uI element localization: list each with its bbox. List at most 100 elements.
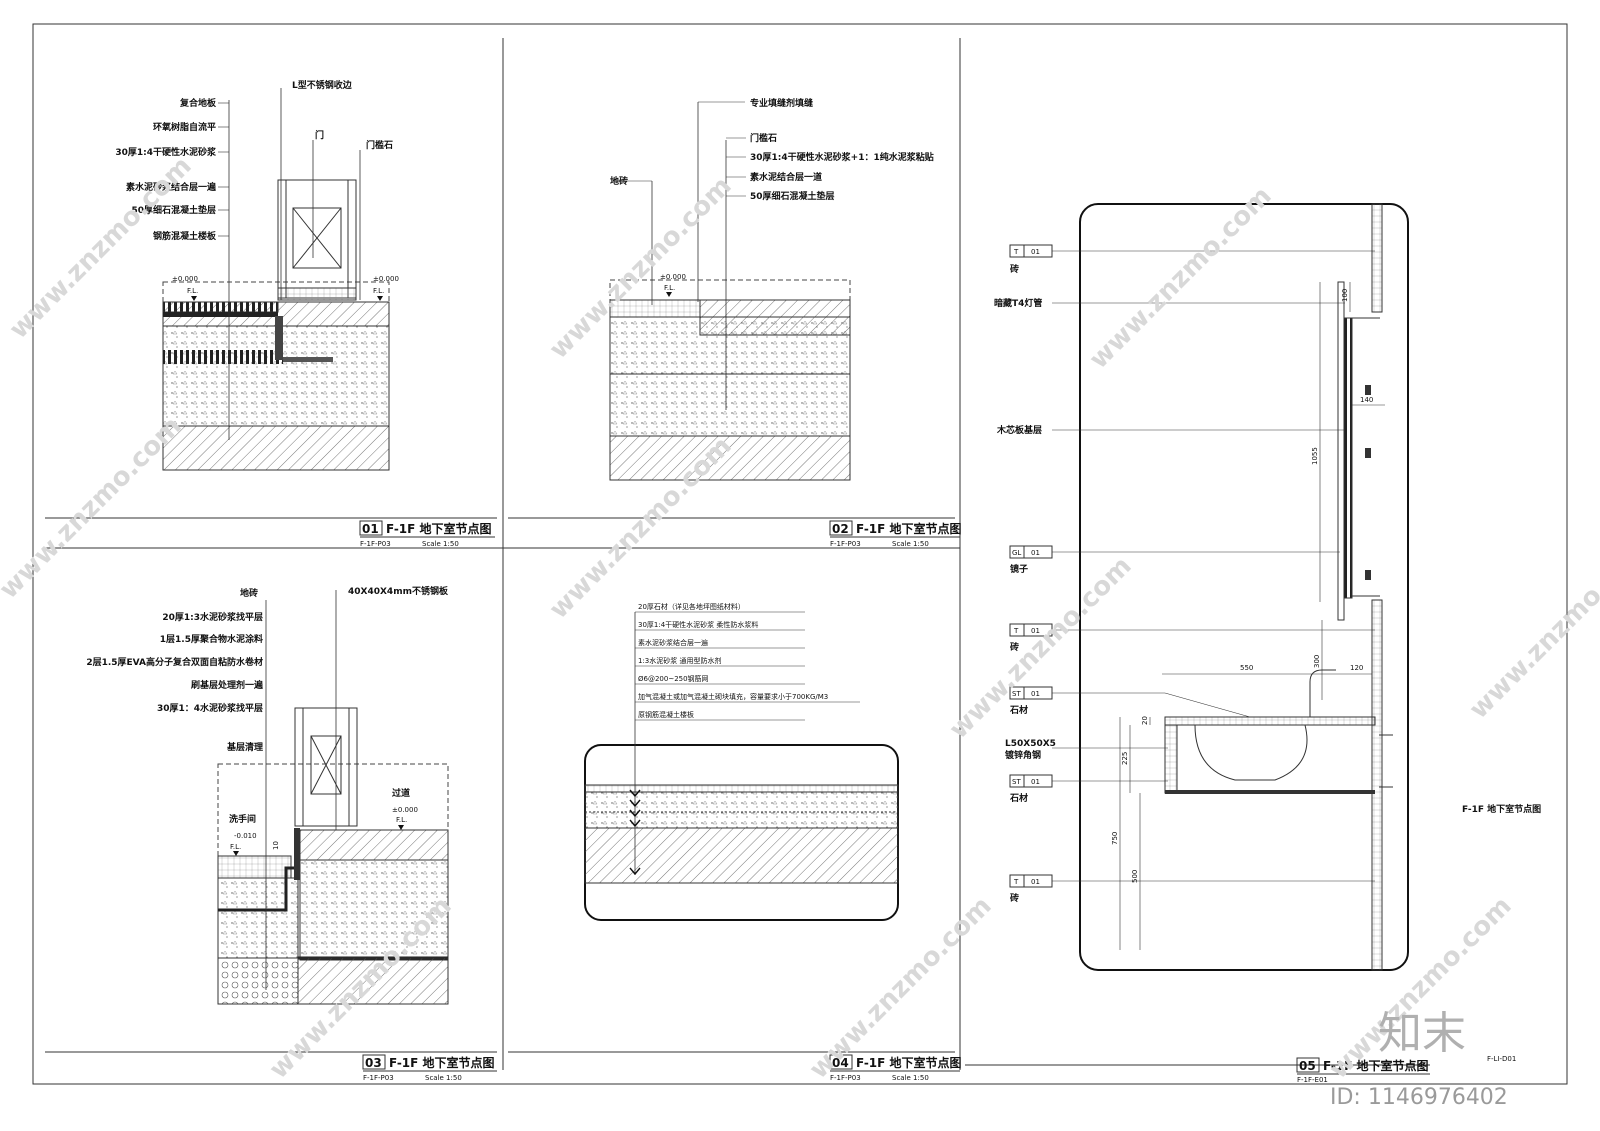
d1-title: F-1F 地下室节点图 <box>386 521 492 536</box>
d3-label-6: 基层清理 <box>226 741 263 753</box>
d3-title-scale: Scale 1:50 <box>425 1074 462 1082</box>
svg-text:01: 01 <box>1031 248 1040 256</box>
svg-text:砖: 砖 <box>1010 892 1019 904</box>
svg-text:01: 01 <box>1031 778 1040 786</box>
d3-label-4: 刷基层处理剂一遍 <box>191 679 264 691</box>
svg-text:www.znzmo.com: www.znzmo.com <box>0 411 188 605</box>
d4-title-num: 04 <box>832 1056 849 1070</box>
sheet-border <box>32 23 1568 1085</box>
d5-dim-0: 100 <box>1341 289 1349 302</box>
d3-right-level: ±0.000 <box>392 806 418 814</box>
d3-dim: 10 <box>272 841 280 850</box>
d4-label-6: 原钢筋混凝土楼板 <box>638 710 694 719</box>
d2-label-2: 30厚1:4干硬性水泥砂浆+1：1纯水泥浆粘贴 <box>750 151 934 163</box>
d2-label-0: 专业填缝剂填缝 <box>750 97 813 109</box>
d3-title-num: 03 <box>365 1056 382 1070</box>
d3-right-room: 过道 <box>392 787 410 799</box>
svg-text:石材: 石材 <box>1009 792 1028 804</box>
svg-text:T: T <box>1013 878 1019 886</box>
svg-text:www.znzmo.com: www.znzmo.com <box>1464 531 1600 725</box>
d3-title: F-1F 地下室节点图 <box>389 1055 495 1070</box>
d2-fl: F.L. <box>664 284 675 292</box>
d5-dim-8: 750 <box>1111 832 1119 845</box>
detail-01: ±0.000 F.L. ±0.000 F.L. L型不锈钢收边 门 门槛石 复合… <box>45 79 497 548</box>
d1-label-5: 钢筋混凝土楼板 <box>153 230 217 242</box>
detail-02: 地砖 专业填缝剂填缝 门槛石 30厚1:4干硬性水泥砂浆+1：1纯水泥浆粘贴 素… <box>508 97 962 548</box>
d5-tag-1: 暗藏T4灯管 <box>994 297 1345 309</box>
d5-side-title: F-1F 地下室节点图 <box>1462 803 1541 815</box>
d5-title: F-1F 地下室节点图 <box>1323 1058 1429 1073</box>
svg-text:www.znzmo.com: www.znzmo.com <box>944 551 1138 745</box>
image-id: ID: 1146976402 <box>1330 1085 1508 1110</box>
d5-dim-5: 120 <box>1350 664 1363 672</box>
d1-title-ref: F-1F-P03 <box>360 540 391 548</box>
d2-title-scale: Scale 1:50 <box>892 540 929 548</box>
svg-text:ST: ST <box>1012 690 1021 698</box>
svg-text:01: 01 <box>1031 549 1040 557</box>
svg-text:镜子: 镜子 <box>1010 563 1028 575</box>
svg-text:ST: ST <box>1012 778 1021 786</box>
d1-level-left: ±0.000 <box>172 275 198 283</box>
d2-title-num: 02 <box>832 522 849 536</box>
d5-dim-6: 20 <box>1141 716 1149 725</box>
svg-text:T: T <box>1013 248 1019 256</box>
d4-title: F-1F 地下室节点图 <box>856 1055 962 1070</box>
d1-level-right: ±0.000 <box>373 275 399 283</box>
d1-title-num: 01 <box>362 522 379 536</box>
svg-text:木芯板基层: 木芯板基层 <box>996 424 1042 436</box>
d5-dim-4: 300 <box>1313 655 1321 668</box>
d1-label-3: 素水泥砂浆结合层一遍 <box>126 181 217 193</box>
d3-left-level: -0.010 <box>234 832 257 840</box>
d1-top-label-2: 门槛石 <box>366 139 393 151</box>
svg-text:01: 01 <box>1031 690 1040 698</box>
d5-title-ref: F-1F-E01 <box>1297 1076 1328 1084</box>
d5-sheet: F-LI-D01 <box>1487 1055 1516 1063</box>
d1-top-label-0: L型不锈钢收边 <box>292 79 353 91</box>
d3-label-0: 地砖 <box>240 587 258 599</box>
d3-title-ref: F-1F-P03 <box>363 1074 394 1082</box>
d3-top-label: 40X40X4mm不锈钢板 <box>348 585 449 597</box>
d1-title-scale: Scale 1:50 <box>422 540 459 548</box>
d3-label-5: 30厚1：4水泥砂浆找平层 <box>157 702 263 714</box>
svg-text:砖: 砖 <box>1010 263 1019 275</box>
d1-fl-left: F.L. <box>187 287 198 295</box>
d5-tag-8: ST 01 石材 <box>1009 774 1168 804</box>
detail-03: 40X40X4mm不锈钢板 地砖 20厚1:3水泥砂浆找平层 1层1.5厚聚合物… <box>45 585 497 1082</box>
d2-label-1: 门槛石 <box>750 132 777 144</box>
d5-tag-2: 木芯板基层 <box>996 424 1345 436</box>
d5-title-num: 05 <box>1299 1059 1316 1073</box>
d1-fl-right: F.L. <box>373 287 384 295</box>
d2-level: ±0.000 <box>660 273 686 281</box>
d5-dim-9: 500 <box>1131 870 1139 883</box>
detail-05: 100 140 1055 550 300 120 20 225 750 500 … <box>965 203 1541 1084</box>
d2-title: F-1F 地下室节点图 <box>856 521 962 536</box>
d5-tag-6: L50X50X5 镀锌角钢 <box>1005 739 1168 761</box>
svg-text:01: 01 <box>1031 878 1040 886</box>
svg-text:L50X50X5: L50X50X5 <box>1005 739 1056 749</box>
d5-tag-9: T 01 砖 <box>1009 874 1375 904</box>
d4-label-1: 30厚1:4干硬性水泥砂浆 柔性防水浆料 <box>638 620 758 629</box>
d3-label-1: 20厚1:3水泥砂浆找平层 <box>162 611 263 623</box>
d2-title-ref: F-1F-P03 <box>830 540 861 548</box>
d2-label-3: 素水泥结合层一道 <box>750 171 822 183</box>
d3-left-fl: F.L. <box>230 843 241 851</box>
d4-title-scale: Scale 1:50 <box>892 1074 929 1082</box>
svg-text:暗藏T4灯管: 暗藏T4灯管 <box>994 297 1042 309</box>
brand-logo: 知末 <box>1378 1008 1466 1059</box>
d5-dim-3: 550 <box>1240 664 1253 672</box>
d1-label-0: 复合地板 <box>179 97 217 109</box>
d2-left-label: 地砖 <box>610 175 628 187</box>
d3-label-2: 1层1.5厚聚合物水泥涂料 <box>160 633 263 645</box>
d5-dim-2: 1055 <box>1311 447 1319 465</box>
d1-top-label-1: 门 <box>315 129 324 141</box>
d4-label-2: 素水泥砂浆结合层一遍 <box>638 638 708 647</box>
d5-tag-0: T 01 砖 <box>1009 244 1375 275</box>
d3-label-3: 2层1.5厚EVA高分子复合双面自粘防水卷材 <box>86 656 263 668</box>
d1-label-4: 50厚细石混凝土垫层 <box>131 204 216 216</box>
d1-label-2: 30厚1:4干硬性水泥砂浆 <box>115 146 217 158</box>
d2-label-4: 50厚细石混凝土垫层 <box>750 190 835 202</box>
svg-text:T: T <box>1013 627 1019 635</box>
